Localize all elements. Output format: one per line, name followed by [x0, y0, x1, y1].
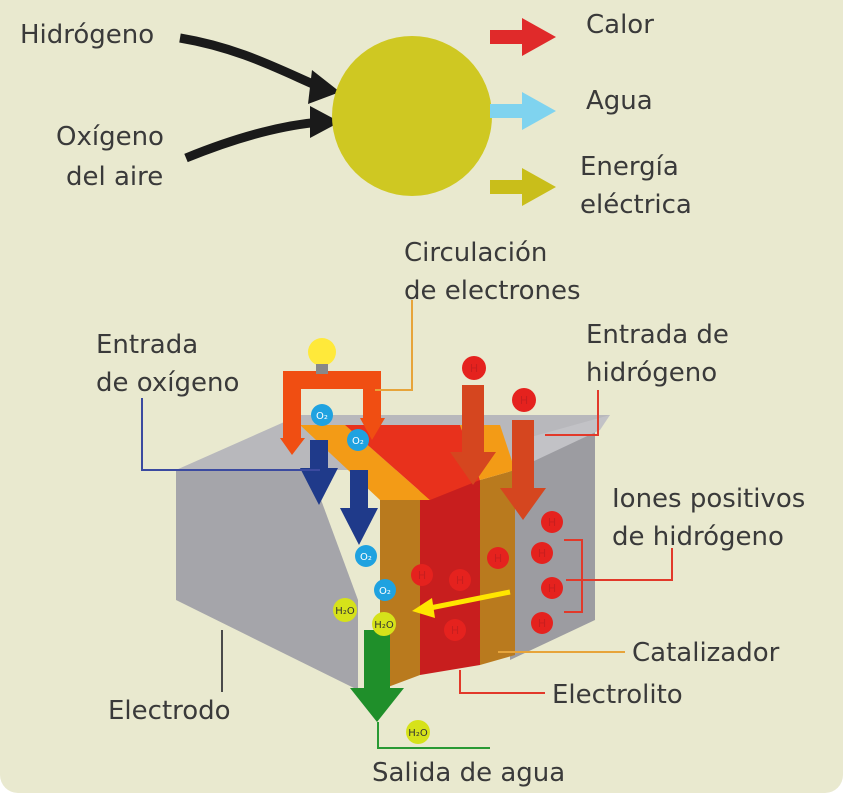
hydrogen-flow-arrow-2	[500, 420, 546, 520]
oxygen-in-label-line1: Entrada	[96, 330, 199, 360]
electrode-left	[176, 470, 358, 690]
ions-label-line2: de hidrógeno	[612, 522, 784, 552]
molecule-label: O₂	[360, 552, 372, 563]
molecule-label: H	[451, 624, 459, 637]
molecule-label: H₂O	[335, 606, 355, 617]
energy-label-line1: Energía	[580, 152, 679, 182]
molecule-label: H	[494, 552, 502, 565]
oxygen-molecule: O₂	[311, 404, 333, 426]
electrode-label: Electrodo	[108, 696, 231, 726]
electron-circuit	[283, 371, 381, 440]
hydrogen-arrowhead	[308, 70, 340, 104]
molecule-label: H	[548, 582, 556, 595]
electron-transfer-arrow	[412, 589, 511, 618]
water-label: Agua	[586, 86, 653, 116]
ions-leader	[566, 548, 673, 581]
water-arrow	[490, 92, 556, 130]
water-molecule: H₂O	[372, 612, 396, 636]
electrolyte-label: Electrolito	[552, 680, 683, 710]
hydrogen-ion: H	[449, 569, 471, 591]
hydrogen-flow-arrow-1	[450, 385, 496, 485]
oxygen-molecule: O₂	[374, 579, 396, 601]
fuel-cell-sphere	[332, 36, 492, 196]
hydrogen-ion: H	[444, 619, 466, 641]
hydrogen-in-label-line1: Entrada de	[586, 320, 729, 350]
electron-circuit-arrowhead-left	[280, 438, 305, 455]
oxygen-label-line2: del aire	[66, 162, 164, 192]
electron-flow-label-line1: Circulación	[404, 238, 548, 268]
bulb-base	[316, 364, 328, 374]
hydrogen-molecule: H	[462, 356, 486, 380]
water-out-label: Salida de agua	[372, 758, 566, 788]
water-out-leader	[377, 722, 490, 749]
oxygen-molecule: O₂	[347, 429, 369, 451]
electron-circuit-arrowhead	[360, 418, 385, 440]
oxygen-input-arrow	[184, 117, 321, 163]
molecule-label: H₂O	[408, 728, 428, 739]
hydrogen-ion: H	[531, 542, 553, 564]
hydrogen-ion: H	[541, 511, 563, 533]
electron-flow-leader	[375, 300, 413, 391]
molecule-label: H	[470, 362, 478, 375]
oxygen-flow-arrow-2	[340, 470, 378, 545]
hydrogen-input-arrow	[179, 33, 324, 93]
electron-flow-label-line2: de electrones	[404, 276, 581, 306]
molecule-label: O₂	[379, 586, 391, 597]
hydrogen-molecule: H	[512, 388, 536, 412]
molecule-label: O₂	[316, 411, 328, 422]
ions-label-line1: Iones positivos	[612, 484, 806, 514]
water-outlet-arrow	[350, 630, 404, 722]
energy-arrow	[490, 168, 556, 206]
oxygen-in-leader	[141, 398, 320, 471]
oxygen-arrowhead	[310, 106, 340, 138]
molecule-label: H	[456, 574, 464, 587]
molecule-label: H₂O	[374, 620, 394, 631]
catalyst-top-stripe-left	[300, 425, 430, 500]
electrolyte-top-stripe	[345, 425, 480, 500]
molecule-label: H	[520, 394, 528, 407]
hydrogen-label: Hidrógeno	[20, 20, 155, 50]
oxygen-label-line1: Oxígeno	[56, 122, 164, 152]
hydrogen-ion: H	[531, 612, 553, 634]
hydrogen-in-label-line2: hidrógeno	[586, 358, 718, 388]
molecule-label: H	[548, 516, 556, 529]
heat-label: Calor	[586, 10, 654, 40]
molecule-label: H	[538, 547, 546, 560]
hydrogen-ion: H	[411, 564, 433, 586]
bulb-icon	[308, 338, 336, 366]
ions-bracket	[564, 539, 583, 613]
oxygen-in-label-line2: de oxígeno	[96, 368, 240, 398]
molecule-label: O₂	[352, 436, 364, 447]
electrode-right-top	[515, 415, 610, 470]
hydrogen-ion: H	[541, 577, 563, 599]
molecule-label: H	[418, 569, 426, 582]
oxygen-flow-arrow-1	[300, 440, 338, 505]
heat-arrow	[490, 18, 556, 56]
catalyst-label: Catalizador	[632, 638, 780, 668]
electrolyte-leader	[459, 670, 545, 694]
molecule-label: H	[538, 617, 546, 630]
oxygen-molecule: O₂	[355, 545, 377, 567]
water-molecule: H₂O	[333, 598, 357, 622]
hydrogen-in-leader	[545, 390, 599, 436]
water-molecule: H₂O	[406, 720, 430, 744]
energy-label-line2: eléctrica	[580, 190, 692, 220]
hydrogen-ion: H	[487, 547, 509, 569]
